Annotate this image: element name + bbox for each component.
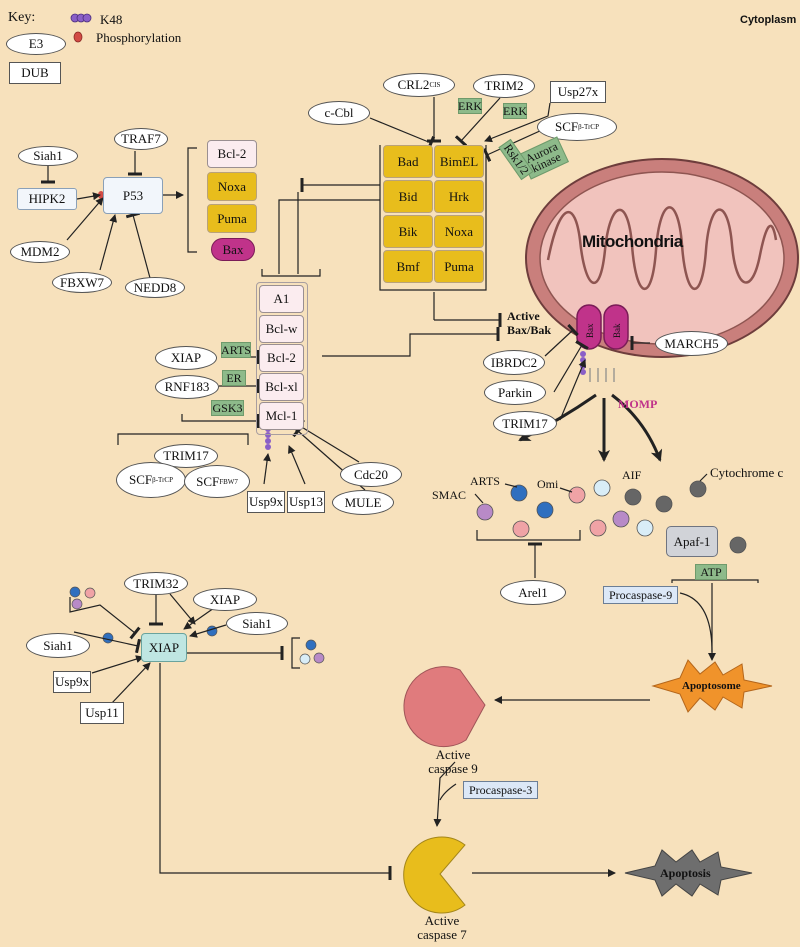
apoptosis-label: Apoptosis [660,866,711,880]
anti-apoptotic-bcl2: Bcl-2 [259,344,304,372]
procaspase9-label: Procaspase-9 [603,586,679,604]
usp11-dub: Usp11 [80,702,124,724]
bh3-bid: Bid [383,180,433,213]
siah1-e3-right: Siah1 [226,612,288,635]
p53-target-noxa: Noxa [207,172,257,201]
bh3-noxa: Noxa [434,215,484,248]
atp-label: ATP [695,564,727,580]
anti-apoptotic-mcl1: Mcl-1 [259,402,304,430]
usp9x-dub-xiap: Usp9x [53,671,91,693]
usp9x-dub-mcl1: Usp9x [247,491,285,513]
siah1-e3: Siah1 [18,146,78,166]
scf-btrcp-sup: β-TrCP [152,476,173,484]
trim32-e3: TRIM32 [124,572,188,595]
arts-cofactor: ARTS [221,342,251,358]
key-title: Key: [8,10,36,25]
cytochrome-c-label: Cytochrome c [710,465,784,480]
mule-e3: MULE [332,490,394,515]
mitochondria-label: Mitochondria [582,232,683,251]
apaf1-node: Apaf-1 [666,526,718,557]
hipk2-node: HIPK2 [17,188,77,210]
rnf183-e3: RNF183 [155,375,219,399]
momp-release-lines [589,368,615,382]
march5-e3: MARCH5 [655,331,728,356]
scf-sup: β-TrCP [578,123,599,131]
cdc20-e3: Cdc20 [340,462,402,487]
bh3-puma: Puma [434,250,484,283]
apoptosome-shape [651,659,773,713]
procaspase3-label: Procaspase-3 [463,781,539,799]
p53-target-bcl2: Bcl-2 [207,140,257,168]
mdm2-e3: MDM2 [10,241,70,263]
trim17-e3-bax: TRIM17 [493,411,557,436]
fbxw7-e3: FBXW7 [52,272,112,293]
released-proteins [476,479,747,554]
arel1-e3: Arel1 [500,580,566,605]
apoptosome-label: Apoptosome [682,680,741,692]
xiap-e3-bcl2: XIAP [155,346,217,370]
gsk3-kinase: GSK3 [211,400,244,416]
momp-label: MOMP [618,397,658,411]
scf-fbw7-text: SCF [196,473,220,489]
crl2-text: CRL2 [397,77,430,92]
key-e3: E3 [6,33,66,55]
bh3-bimel: BimEL [434,145,484,178]
xiap-node: XIAP [141,633,187,662]
anti-apoptotic-bclw: Bcl-w [259,315,304,343]
scf-fbw7-sup: FBW7 [219,477,238,486]
ibrdc2-e3: IBRDC2 [483,350,545,375]
bh3-bik: Bik [383,215,433,248]
scf-text: SCF [555,119,579,134]
key-k48-label: K48 [100,12,123,27]
er-stress: ER [222,370,246,386]
bh3-bmf: Bmf [383,250,433,283]
active-bax-bak-label: Active Bax/Bak [507,309,552,337]
xiap-substrate-circles [69,586,325,665]
siah1-e3-left: Siah1 [26,633,90,658]
arts-label: ARTS [470,474,500,488]
bax-pore-label: Bax [585,323,595,339]
anti-apoptotic-a1: A1 [259,285,304,313]
active-caspase9-label: Active caspase 9 [428,747,478,776]
trim2-e3: TRIM2 [473,74,535,98]
erk-kinase-2: ERK [503,103,527,119]
p53-target-bax: Bax [211,238,255,261]
usp27x-dub: Usp27x [550,81,606,103]
crl2-sup: CIS [429,81,441,89]
bak-pore-label: Bak [612,323,622,339]
erk-kinase-1: ERK [458,98,482,114]
omi-label: Omi [537,477,559,491]
caspase7-shape [403,836,466,914]
key-phospho-label: Phosphorylation [96,30,182,45]
p53-node: P53 [103,177,163,214]
bh3-bad: Bad [383,145,433,178]
anti-apoptotic-bclxl: Bcl-xl [259,373,304,401]
usp13-dub: Usp13 [287,491,325,513]
traf7-e3: TRAF7 [114,128,168,150]
caspase9-shape [403,666,486,748]
key-dub: DUB [9,62,61,84]
apoptosis-shape [624,849,753,897]
aif-label: AIF [622,468,642,482]
compartment-label: Cytoplasm [740,14,797,26]
smac-label: SMAC [432,488,467,502]
active-caspase7-label: Active caspase 7 [417,913,467,942]
ccbl-e3: c-Cbl [308,101,370,125]
xiap-e3-auto: XIAP [193,588,257,611]
nedd8-e3: NEDD8 [125,277,185,298]
p53-target-puma: Puma [207,204,257,233]
parkin-e3: Parkin [484,380,546,405]
bh3-hrk: Hrk [434,180,484,213]
anti-apoptotic-group [256,282,308,435]
key-phospho-icon [73,31,83,43]
key-k48-icon [70,13,92,23]
scf-btrcp-text: SCF [129,472,153,487]
